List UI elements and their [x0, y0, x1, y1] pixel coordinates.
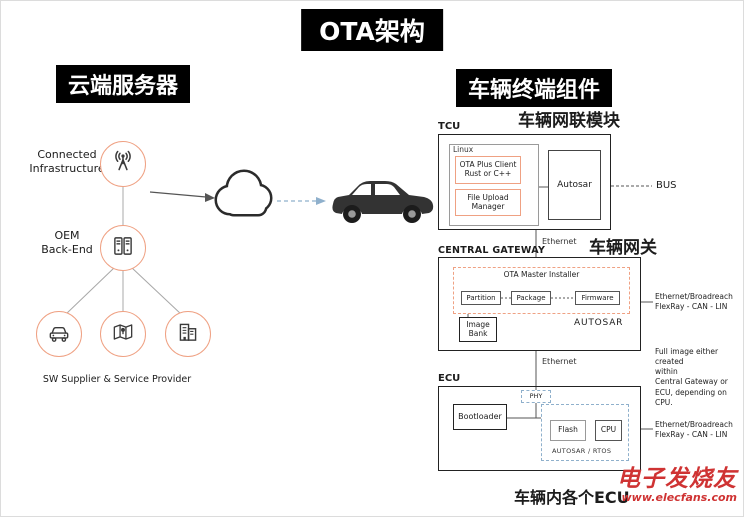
- ethernet-label-2: Ethernet: [542, 357, 577, 366]
- autosar-rtos-label: AUTOSAR / RTOS: [552, 447, 612, 455]
- tcu-box: [438, 134, 611, 230]
- car-illustration: [332, 181, 434, 223]
- partition-box: Partition: [461, 291, 501, 305]
- ota-plus-client-box: OTA Plus Client Rust or C++: [455, 156, 521, 184]
- service-provider-node: [100, 311, 146, 357]
- cloud-upload-arrow: [149, 191, 215, 202]
- bus-label: BUS: [656, 180, 677, 191]
- watermark: 电子发烧友 www.elecfans.com: [617, 466, 737, 505]
- file-upload-manager-box: File Upload Manager: [455, 189, 521, 216]
- connected-infrastructure-label: Connected Infrastructure: [29, 148, 105, 176]
- vehicle-section-header: 车辆终端组件: [456, 69, 613, 107]
- gateway-title: 车辆网关: [589, 238, 657, 258]
- tcu-autosar-box: Autosar: [548, 150, 601, 220]
- central-gateway-label: CENTRAL GATEWAY: [438, 245, 546, 256]
- firmware-box: Firmware: [575, 291, 620, 305]
- ota-download-arrow: [277, 197, 326, 205]
- oem-backend-label: OEM Back-End: [41, 229, 93, 257]
- ota-master-installer-label: OTA Master Installer: [503, 270, 580, 279]
- ecu-box: [438, 386, 641, 471]
- sw-supplier-node: [36, 311, 82, 357]
- supplier-caption: SW Supplier & Service Provider: [42, 374, 192, 385]
- building-icon: [175, 319, 201, 349]
- map-icon: [110, 319, 136, 349]
- image-bank-box: Image Bank: [459, 317, 497, 342]
- linux-box: [449, 144, 539, 226]
- ota-master-installer-box: [453, 267, 630, 314]
- flash-box: Flash: [550, 420, 586, 441]
- watermark-url: www.elecfans.com: [621, 491, 737, 505]
- server-icon: [110, 233, 136, 263]
- cpu-box: CPU: [595, 420, 622, 441]
- oem-backend-node: [100, 225, 146, 271]
- ethernet-label-1: Ethernet: [542, 237, 577, 246]
- gateway-autosar-label: AUTOSAR: [574, 318, 624, 328]
- ecu-components-box: [541, 404, 629, 461]
- connected-infrastructure-node: [100, 141, 146, 187]
- watermark-brand: 电子发烧友: [617, 466, 737, 492]
- module-title: 车辆网联模块: [518, 111, 620, 131]
- central-gateway-box: [438, 257, 641, 351]
- gateway-bus-note: Ethernet/Broadreach FlexRay - CAN - LIN: [655, 292, 733, 312]
- linux-label: Linux: [453, 145, 474, 154]
- antenna-icon: [110, 149, 136, 179]
- ecu-bus-note: Ethernet/Broadreach FlexRay - CAN - LIN: [655, 420, 733, 440]
- ecu-label: ECU: [438, 373, 461, 384]
- tcu-label: TCU: [438, 121, 461, 132]
- enterprise-node: [165, 311, 211, 357]
- cloud-section-header: 云端服务器: [56, 65, 191, 103]
- phy-box: PHY: [521, 390, 551, 403]
- full-image-note: Full image either created within Central…: [655, 347, 728, 407]
- page-title: OTA架构: [301, 9, 443, 51]
- footer-title: 车辆内各个ECU: [514, 488, 630, 507]
- cloud-icon: [214, 169, 273, 217]
- package-box: Package: [511, 291, 551, 305]
- car-icon: [46, 319, 72, 349]
- bootloader-box: Bootloader: [453, 404, 507, 430]
